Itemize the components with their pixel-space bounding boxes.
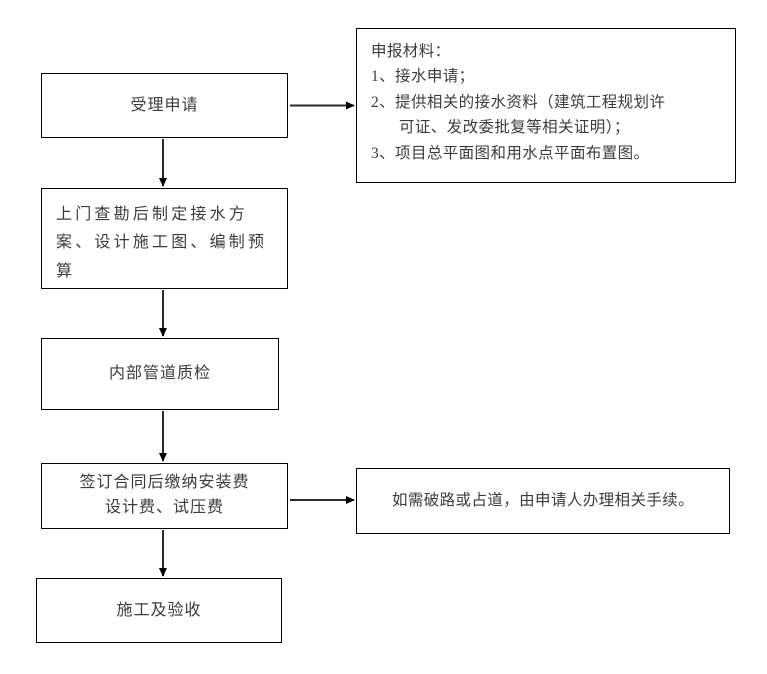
process-node-accept-application[interactable]: 受理申请 bbox=[41, 73, 288, 138]
note-required-materials-item-3: 3、项目总平面图和用水点平面布置图。 bbox=[371, 144, 650, 162]
process-node-accept-application-label: 受理申请 bbox=[130, 96, 199, 114]
note-required-materials-item-1: 1、接水申请； bbox=[371, 68, 475, 86]
note-roadwork-permit[interactable]: 如需破路或占道，由申请人办理相关手续。 bbox=[356, 468, 730, 534]
process-node-contract-and-fees-label: 签订合同后缴纳安装费 设计费、试压费 bbox=[79, 474, 250, 516]
process-node-survey-and-design[interactable]: 上门查勘后制定接水方 案、设计施工图、编制预 算 bbox=[41, 188, 288, 289]
note-required-materials-heading: 申报材料： bbox=[371, 43, 451, 60]
process-node-internal-pipe-inspection[interactable]: 内部管道质检 bbox=[41, 338, 279, 410]
note-required-materials-item-2: 2、提供相关的接水资料（建筑工程规划许 bbox=[371, 93, 666, 111]
process-node-survey-and-design-label: 上门查勘后制定接水方 案、设计施工图、编制预 算 bbox=[56, 206, 268, 280]
process-node-construction-and-acceptance[interactable]: 施工及验收 bbox=[36, 578, 282, 643]
process-node-contract-and-fees[interactable]: 签订合同后缴纳安装费 设计费、试压费 bbox=[41, 463, 288, 529]
process-node-internal-pipe-inspection-label: 内部管道质检 bbox=[108, 365, 211, 383]
note-roadwork-permit-label: 如需破路或占道，由申请人办理相关手续。 bbox=[391, 491, 695, 509]
process-node-construction-and-acceptance-label: 施工及验收 bbox=[116, 601, 202, 619]
note-required-materials-item-2-cont: 可证、发改委批复等相关证明）； bbox=[399, 119, 630, 137]
note-required-materials[interactable]: 申报材料： 1、接水申请； 2、提供相关的接水资料（建筑工程规划许 可证、发改委… bbox=[356, 28, 736, 183]
note-required-materials-body: 申报材料： 1、接水申请； 2、提供相关的接水资料（建筑工程规划许 可证、发改委… bbox=[357, 29, 735, 166]
